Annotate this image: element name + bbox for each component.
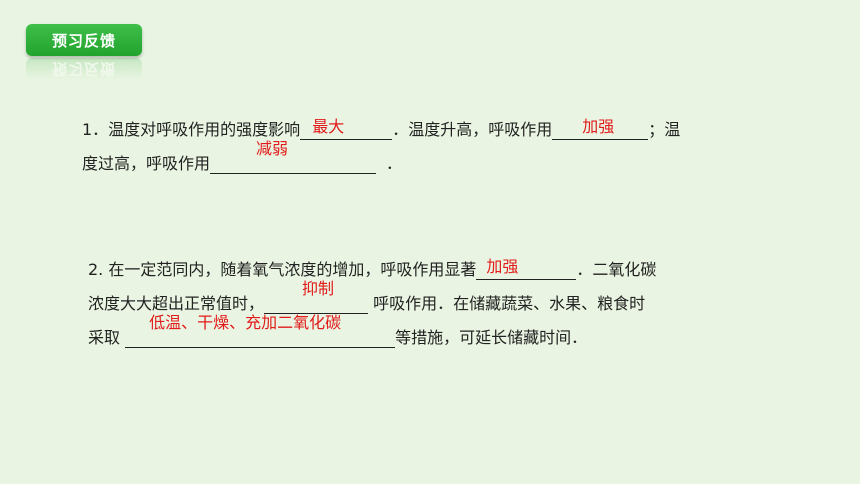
- q1-answer-2: 加强: [582, 117, 615, 136]
- section-badge-label: 预习反馈: [51, 31, 116, 50]
- q2-text-4: 呼吸作用．在储藏蔬菜、水果、粮食时: [368, 294, 646, 313]
- q1-text-4: 度过高，呼吸作用: [82, 154, 211, 173]
- q2-blank-1: 加强: [476, 257, 577, 280]
- section-badge-reflection-label: 预习反馈: [51, 60, 116, 78]
- q2-text-5: 采取: [88, 328, 126, 347]
- q2-answer-2: 抑制: [302, 279, 335, 298]
- q1-answer-1: 最大: [312, 117, 345, 136]
- question-2-line-1: 2. 在一定范同内，随着氧气浓度的增加，呼吸作用显著加强 ．二氧化碳: [88, 256, 657, 280]
- section-badge: 预习反馈: [26, 24, 142, 56]
- q2-text-1: 2. 在一定范同内，随着氧气浓度的增加，呼吸作用显著: [88, 260, 477, 279]
- q1-blank-1: 最大: [300, 117, 393, 140]
- q2-text-2: ．二氧化碳: [576, 260, 657, 279]
- q1-text-5: ．: [386, 154, 403, 173]
- q2-text-3: 浓度大大超出正常值时，: [88, 294, 265, 313]
- q2-blank-3: 低温、干燥、充加二氧化碳: [125, 313, 396, 348]
- q1-blank-2: 加强: [552, 117, 649, 140]
- q1-text-1: 1．温度对呼吸作用的强度影响: [82, 120, 301, 139]
- q1-blank-3: 减弱: [210, 139, 377, 174]
- question-2-line-2: 浓度大大超出正常值时， 抑制 呼吸作用．在储藏蔬菜、水果、粮食时: [88, 279, 646, 314]
- question-1-line-2: 度过高，呼吸作用 减弱 ．: [82, 139, 403, 174]
- q1-text-2: ．温度升高，呼吸作用: [392, 120, 553, 139]
- section-badge-reflection: 预习反馈: [26, 58, 142, 80]
- q1-text-3: ；温: [648, 120, 681, 139]
- q2-answer-3: 低温、干燥、充加二氧化碳: [149, 313, 342, 332]
- question-1-line-1: 1．温度对呼吸作用的强度影响最大 ．温度升高，呼吸作用 加强 ；温: [82, 116, 681, 140]
- q2-blank-2: 抑制: [264, 279, 369, 314]
- q1-answer-3: 减弱: [256, 139, 289, 158]
- question-2-line-3: 采取 低温、干燥、充加二氧化碳等措施，可延长储藏时间．: [88, 313, 588, 348]
- q2-answer-1: 加强: [486, 257, 519, 276]
- q2-text-6: 等措施，可延长储藏时间．: [395, 328, 588, 347]
